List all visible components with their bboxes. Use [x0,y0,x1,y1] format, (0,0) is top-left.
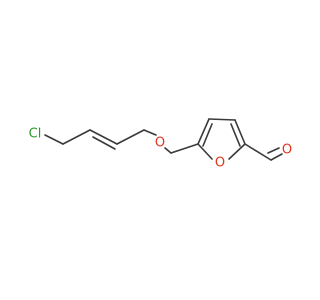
bond-o-c5 [164,147,172,154]
chlorine-label: Cl [29,127,42,142]
bond-c4-o [143,129,157,136]
bond-c2-c3 [89,129,118,145]
bond-c2-c3-double [92,136,116,150]
bond-ring-c2-c3-double [202,123,213,147]
bond-ring-c4-c5 [234,119,246,145]
molecule-diagram: Cl O O O [29,118,292,171]
bond-ring-c4-c5-double [230,123,241,147]
ring-oxygen-label: O [215,156,225,171]
structure-svg: Cl O O O [29,118,292,171]
bond-cho-o [270,153,283,161]
bond-ring-cho [244,143,272,161]
bond-c5-ring [170,143,199,154]
bond-cho-o-double [267,147,280,154]
bond-ring-c2-c3 [197,118,210,145]
bond-c3-c4 [116,129,145,145]
ether-oxygen-label: O [155,136,165,151]
bond-ring-o-c2 [197,143,213,160]
bond-ring-c5-o [228,143,246,160]
bond-ring-c3-c4 [208,118,236,121]
carbonyl-oxygen-label: O [282,143,292,158]
bond-c1-c2 [62,129,91,145]
bond-cl-c1 [44,134,64,145]
